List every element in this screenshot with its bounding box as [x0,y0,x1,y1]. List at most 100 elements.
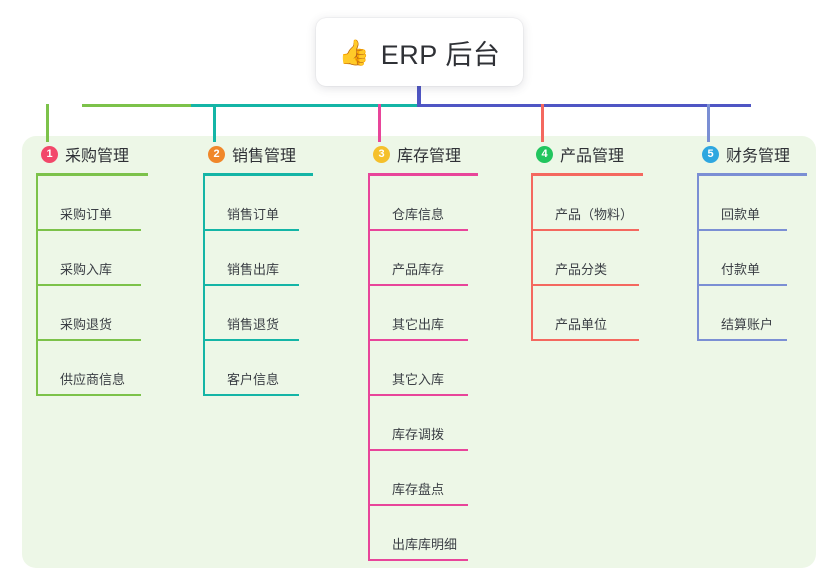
list-item-label: 销售退货 [227,317,280,332]
column-header-4[interactable]: 4 产品管理 [531,142,643,166]
list-item[interactable]: 库存调拨 [368,396,478,451]
column-underline-1 [36,173,148,176]
column-title-4: 产品管理 [560,148,625,165]
list-item-underline [36,284,141,286]
column-3: 3 库存管理仓库信息产品库存其它出库其它入库库存调拨库存盘点出库库明细 [368,142,478,561]
list-item[interactable]: 采购退货 [36,286,148,341]
list-item-underline [531,229,639,231]
column-items-3: 仓库信息产品库存其它出库其它入库库存调拨库存盘点出库库明细 [368,176,478,561]
list-item-underline [697,339,787,341]
list-item[interactable]: 供应商信息 [36,341,148,396]
list-item-underline [368,394,468,396]
list-item[interactable]: 销售出库 [203,231,313,286]
list-item-label: 产品分类 [555,262,608,277]
column-badge-icon-2: 2 [208,145,225,163]
list-item-label: 其它入库 [392,372,445,387]
list-item-label: 库存盘点 [392,482,445,497]
column-underline-3 [368,173,478,176]
column-drop-connector-3 [378,104,381,142]
list-item[interactable]: 结算账户 [697,286,807,341]
list-item[interactable]: 其它出库 [368,286,478,341]
list-item-underline [368,229,468,231]
list-item-label: 结算账户 [721,317,774,332]
list-item[interactable]: 采购入库 [36,231,148,286]
column-drop-connector-5 [707,104,710,142]
column-drop-connector-1 [46,104,49,142]
list-item-label: 客户信息 [227,372,280,387]
list-item-label: 销售出库 [227,262,280,277]
bus-segment-purple [417,104,751,107]
column-drop-connector-2 [213,104,216,142]
column-badge-icon-1: 1 [41,145,58,163]
list-item-label: 产品库存 [392,262,445,277]
list-item-label: 库存调拨 [392,427,445,442]
list-item-underline [368,504,468,506]
column-title-5: 财务管理 [726,148,791,165]
column-underline-4 [531,173,643,176]
list-item-label: 回款单 [721,207,761,222]
column-drop-connector-4 [541,104,544,142]
column-badge-icon-3: 3 [373,145,390,163]
list-item-underline [368,559,468,561]
list-item-underline [531,284,639,286]
list-item-label: 出库库明细 [392,537,458,552]
list-item[interactable]: 产品单位 [531,286,643,341]
column-underline-5 [697,173,807,176]
list-item[interactable]: 产品库存 [368,231,478,286]
root-title-text: ERP 后台 [380,39,501,70]
column-items-5: 回款单付款单结算账户 [697,176,807,341]
column-title-1: 采购管理 [65,148,130,165]
column-underline-2 [203,173,313,176]
list-item[interactable]: 库存盘点 [368,451,478,506]
column-title-2: 销售管理 [232,148,297,165]
thumbs-up-icon: 👍 [338,38,370,67]
list-item-label: 供应商信息 [60,372,126,387]
list-item[interactable]: 仓库信息 [368,176,478,231]
diagram-panel [22,136,816,568]
column-items-2: 销售订单销售出库销售退货客户信息 [203,176,313,396]
list-item-underline [203,284,299,286]
bus-segment-green [82,104,191,107]
column-spine-1 [36,176,38,396]
list-item-label: 仓库信息 [392,207,445,222]
bus-segment-teal [191,104,417,107]
column-items-1: 采购订单采购入库采购退货供应商信息 [36,176,148,396]
column-header-1[interactable]: 1 采购管理 [36,142,148,166]
list-item[interactable]: 采购订单 [36,176,148,231]
list-item-label: 产品单位 [555,317,608,332]
list-item[interactable]: 客户信息 [203,341,313,396]
list-item[interactable]: 销售订单 [203,176,313,231]
list-item[interactable]: 付款单 [697,231,807,286]
column-badge-icon-4: 4 [536,145,553,163]
column-5: 5 财务管理回款单付款单结算账户 [697,142,807,341]
list-item-label: 产品（物料） [555,207,634,222]
list-item-underline [36,394,141,396]
column-header-2[interactable]: 2 销售管理 [203,142,313,166]
list-item[interactable]: 其它入库 [368,341,478,396]
list-item-label: 销售订单 [227,207,280,222]
list-item[interactable]: 回款单 [697,176,807,231]
list-item-underline [368,284,468,286]
column-title-3: 库存管理 [397,148,462,165]
list-item-underline [36,339,141,341]
column-1: 1 采购管理采购订单采购入库采购退货供应商信息 [36,142,148,396]
list-item-underline [203,229,299,231]
list-item-underline [531,339,639,341]
column-spine-2 [203,176,205,396]
root-connector-stem [417,86,421,105]
list-item-label: 采购订单 [60,207,113,222]
list-item[interactable]: 产品（物料） [531,176,643,231]
column-badge-icon-5: 5 [702,145,719,163]
column-header-5[interactable]: 5 财务管理 [697,142,807,166]
list-item-underline [697,229,787,231]
column-header-3[interactable]: 3 库存管理 [368,142,478,166]
column-spine-5 [697,176,699,341]
list-item-label: 付款单 [721,262,761,277]
list-item[interactable]: 出库库明细 [368,506,478,561]
list-item-underline [203,394,299,396]
root-title-card[interactable]: 👍 ERP 后台 [316,18,523,86]
column-2: 2 销售管理销售订单销售出库销售退货客户信息 [203,142,313,396]
list-item[interactable]: 产品分类 [531,231,643,286]
list-item[interactable]: 销售退货 [203,286,313,341]
list-item-label: 采购入库 [60,262,113,277]
